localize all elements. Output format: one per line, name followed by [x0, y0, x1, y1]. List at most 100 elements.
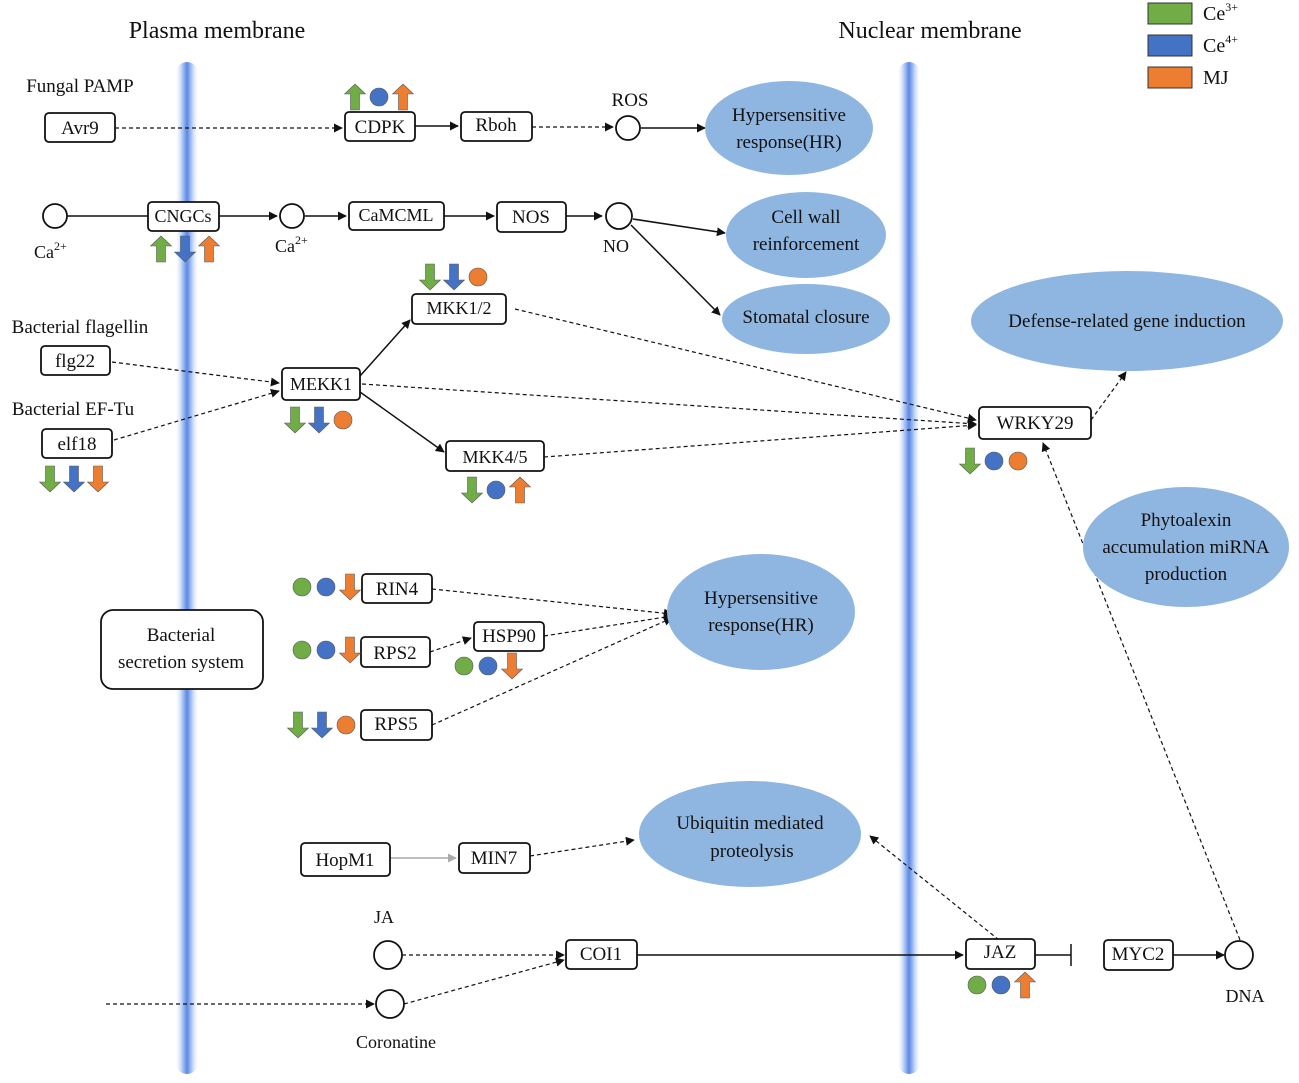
response-defense-gene-induction: Defense-related gene induction [971, 271, 1283, 371]
gene-wrky29: WRKY29 [978, 406, 1092, 440]
elf18-ce4-arrow-down-icon [62, 465, 86, 493]
gene-rps5: RPS5 [360, 709, 433, 741]
expression-indicators-cngcs [149, 235, 221, 263]
svg-text:reinforcement: reinforcement [753, 234, 860, 255]
plasma-membrane-band [176, 62, 198, 1074]
fungal-pamp-label: Fungal PAMP [26, 76, 134, 97]
svg-text:MIN7: MIN7 [471, 848, 517, 869]
svg-text:CNGCs: CNGCs [154, 206, 211, 226]
gene-mkk12: MKK1/2 [411, 293, 507, 325]
expression-indicators-wrky29 [958, 447, 1028, 475]
nuclear-membrane-label: Nuclear membrane [838, 18, 1021, 44]
rin4-mj-arrow-down-icon [338, 573, 362, 601]
svg-text:HSP90: HSP90 [482, 626, 536, 647]
hsp90-ce4-circle-icon [478, 656, 498, 676]
svg-text:CaMCML: CaMCML [358, 205, 433, 225]
gene-flg22: flg22 [40, 345, 111, 376]
wrky29-ce3-arrow-down-icon [958, 447, 982, 475]
coronatine-node [375, 989, 405, 1019]
jaz-mj-arrow-up-icon [1013, 971, 1037, 999]
cdpk-ce4-circle-icon [369, 87, 389, 107]
svg-text:secretion system: secretion system [118, 652, 244, 673]
rin4-ce4-circle-icon [316, 577, 336, 597]
svg-text:response(HR): response(HR) [736, 132, 842, 153]
bacterial-ef-tu-label: Bacterial EF-Tu [12, 399, 135, 420]
hsp90-mj-arrow-down-icon [500, 652, 524, 680]
svg-text:RIN4: RIN4 [376, 579, 419, 600]
svg-text:MEKK1: MEKK1 [290, 374, 352, 394]
svg-text:HopM1: HopM1 [315, 850, 374, 871]
gene-coi1: COI1 [565, 939, 638, 970]
ja-label: JA [374, 907, 394, 927]
expression-indicators-elf18 [38, 465, 110, 493]
rps5-ce4-arrow-down-icon [310, 711, 334, 739]
rps2-ce4-circle-icon [316, 640, 336, 660]
gene-avr9: Avr9 [44, 112, 116, 143]
gene-hopm1: HopM1 [300, 842, 391, 877]
response-cell-wall: Cell wall reinforcement [726, 192, 886, 278]
svg-text:Rboh: Rboh [475, 115, 517, 136]
bacterial-flagellin-label: Bacterial flagellin [12, 317, 149, 338]
response-phytoalexin: Phytoalexin accumulation miRNA productio… [1083, 487, 1289, 607]
svg-text:Stomatal closure: Stomatal closure [742, 307, 869, 328]
bacterial-secretion-system-box: Bacterial secretion system [100, 609, 264, 690]
svg-text:response(HR): response(HR) [708, 615, 814, 636]
elf18-mj-arrow-down-icon [86, 465, 110, 493]
jaz-ce3-circle-icon [967, 975, 987, 995]
legend-swatch-ce4 [1147, 34, 1193, 57]
gene-mekk1: MEKK1 [281, 367, 361, 401]
mkk12-mj-circle-icon [468, 267, 488, 287]
gene-hsp90: HSP90 [473, 621, 545, 652]
mekk1-ce3-arrow-down-icon [283, 406, 307, 434]
svg-text:flg22: flg22 [55, 351, 95, 372]
svg-text:proteolysis: proteolysis [710, 841, 793, 862]
nuclear-membrane-band [898, 62, 920, 1074]
svg-text:Avr9: Avr9 [61, 118, 99, 139]
svg-text:Hypersensitive: Hypersensitive [732, 105, 846, 126]
gene-nos: NOS [496, 201, 567, 233]
mkk12-ce3-arrow-down-icon [418, 263, 442, 291]
rin4-ce3-circle-icon [292, 577, 312, 597]
legend-label-ce4: Ce4+ [1203, 32, 1238, 57]
svg-text:MYC2: MYC2 [1112, 944, 1165, 965]
svg-text:RPS5: RPS5 [374, 714, 417, 735]
svg-text:Ubiquitin mediated: Ubiquitin mediated [676, 813, 824, 834]
expression-indicators-rps2 [292, 636, 362, 664]
svg-text:accumulation miRNA: accumulation miRNA [1102, 537, 1270, 558]
wrky29-mj-circle-icon [1008, 451, 1028, 471]
mkk45-ce3-arrow-down-icon [460, 476, 484, 504]
cdpk-ce3-arrow-up-icon [343, 83, 367, 111]
mkk12-ce4-arrow-down-icon [442, 263, 466, 291]
hsp90-ce3-circle-icon [454, 656, 474, 676]
gene-elf18: elf18 [41, 428, 113, 459]
expression-indicators-hsp90 [454, 652, 524, 680]
svg-text:COI1: COI1 [580, 944, 622, 965]
cdpk-mj-arrow-up-icon [391, 83, 415, 111]
svg-text:MKK4/5: MKK4/5 [462, 447, 527, 467]
response-stomatal-closure: Stomatal closure [722, 284, 890, 354]
wrky29-ce4-circle-icon [984, 451, 1004, 471]
gene-mkk45: MKK4/5 [445, 440, 545, 472]
svg-text:JAZ: JAZ [984, 942, 1017, 963]
rps2-ce3-circle-icon [292, 640, 312, 660]
ca-left-label: Ca2+ [34, 239, 67, 262]
svg-text:elf18: elf18 [57, 434, 96, 455]
expression-indicators-jaz [967, 971, 1037, 999]
expression-indicators-rin4 [292, 573, 362, 601]
no-node [605, 202, 633, 230]
plasma-membrane-label: Plasma membrane [129, 18, 306, 44]
svg-text:RPS2: RPS2 [373, 643, 416, 664]
ca-mid-node [279, 203, 305, 229]
expression-indicators-rps5 [286, 711, 356, 739]
legend: Ce3+ Ce4+ MJ [1147, 0, 1238, 89]
ros-label: ROS [612, 90, 649, 111]
cngcs-ce3-arrow-up-icon [149, 235, 173, 263]
gene-rin4: RIN4 [361, 573, 433, 604]
svg-text:Cell wall: Cell wall [771, 207, 840, 228]
svg-text:Bacterial: Bacterial [147, 625, 216, 646]
response-hr-middle: Hypersensitive response(HR) [667, 554, 855, 670]
ca-mid-label: Ca2+ [275, 233, 308, 256]
gene-rps2: RPS2 [360, 636, 431, 668]
legend-swatch-ce3 [1147, 2, 1193, 25]
